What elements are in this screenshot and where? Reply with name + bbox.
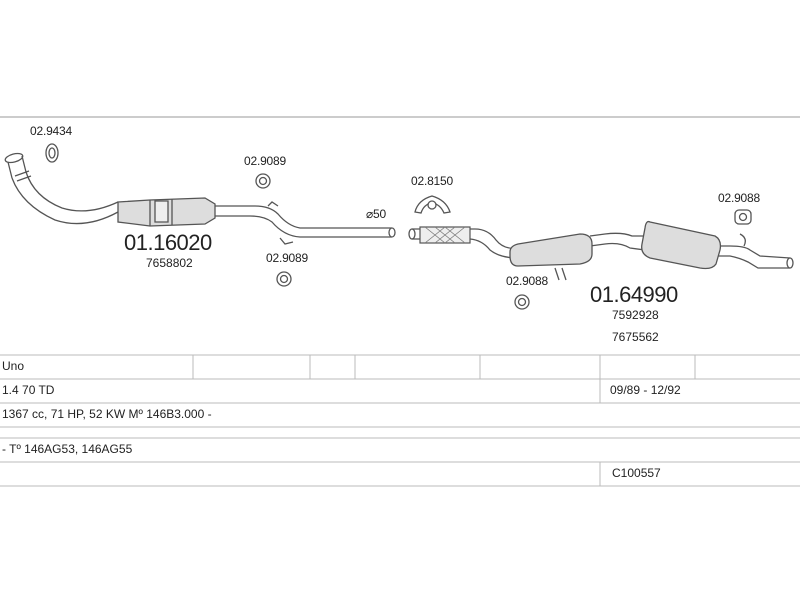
cell-model: Uno (2, 359, 25, 373)
label-rear-ref-2: 7675562 (612, 330, 659, 344)
middle-pipe (215, 201, 396, 245)
label-gasket-02-9434: 02.9434 (30, 124, 72, 138)
clamp-icon (414, 195, 451, 214)
cell-engine: 1.4 70 TD (2, 383, 55, 397)
label-hanger-02-9088-rear: 02.9088 (718, 191, 760, 205)
label-rear-ref-1: 7592928 (612, 308, 659, 322)
label-clamp-02-8150: 02.8150 (411, 174, 453, 188)
label-pipe-diameter: ⌀50 (366, 207, 386, 221)
rear-muffler (641, 220, 722, 270)
cell-spec: 1367 cc, 71 HP, 52 KW Mº 146B3.000 - (2, 407, 212, 421)
cell-type: - Tº 146AG53, 146AG55 (2, 442, 133, 456)
middle-muffler (509, 233, 593, 267)
label-hanger-02-9089-top: 02.9089 (244, 154, 286, 168)
cell-years: 09/89 - 12/92 (610, 383, 681, 397)
label-front-pipe-ref: 7658802 (146, 256, 193, 270)
label-front-pipe-code: 01.16020 (124, 230, 212, 255)
label-hanger-02-9089-bottom: 02.9089 (266, 251, 308, 265)
hanger-icon (255, 173, 752, 310)
rear-pipe (408, 228, 794, 281)
front-muffler (117, 197, 216, 227)
cell-catalog-code: C100557 (612, 466, 661, 480)
label-hanger-02-9088-mid: 02.9088 (506, 274, 548, 288)
flex-joint (419, 226, 471, 244)
front-pipe (4, 152, 119, 225)
gasket-icon (45, 143, 59, 163)
info-table-grid (0, 354, 800, 487)
label-rear-code: 01.64990 (590, 282, 678, 307)
